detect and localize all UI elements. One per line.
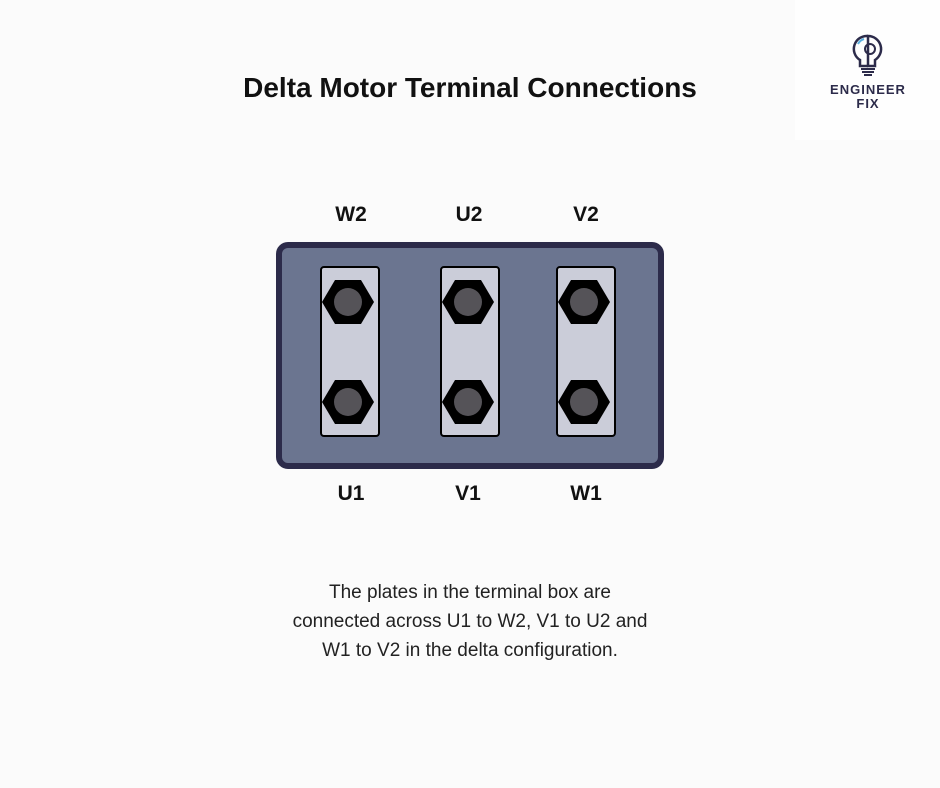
terminal-label-w1: W1: [570, 482, 602, 505]
description-line: connected across U1 to W2, V1 to U2 and: [292, 611, 648, 632]
link-plate-1: [320, 266, 380, 437]
description: The plates in the terminal box are conne…: [0, 578, 940, 665]
hex-nut-icon: [558, 280, 610, 324]
lightbulb-gear-icon: [852, 34, 883, 76]
logo-text-line2: FIX: [856, 96, 880, 111]
hex-nut-icon: [442, 280, 494, 324]
terminal-label-v1: V1: [455, 482, 481, 505]
terminal-label-w2: W2: [335, 203, 367, 226]
description-line: W1 to V2 in the delta configuration.: [322, 640, 618, 661]
hex-nut-icon: [558, 380, 610, 424]
terminal-label-u1: U1: [337, 482, 365, 505]
link-plate-3: [556, 266, 616, 437]
description-line: The plates in the terminal box are: [329, 582, 611, 603]
page-title: Delta Motor Terminal Connections: [243, 72, 697, 103]
logo-text-line1: ENGINEER: [830, 82, 906, 97]
hex-nut-icon: [442, 380, 494, 424]
hex-nut-icon: [322, 380, 374, 424]
link-plate-2: [440, 266, 500, 437]
terminal-label-v2: V2: [573, 203, 599, 226]
terminal-label-u2: U2: [455, 203, 483, 226]
engineer-fix-logo: ENGINEER FIX: [818, 34, 918, 111]
hex-nut-icon: [322, 280, 374, 324]
